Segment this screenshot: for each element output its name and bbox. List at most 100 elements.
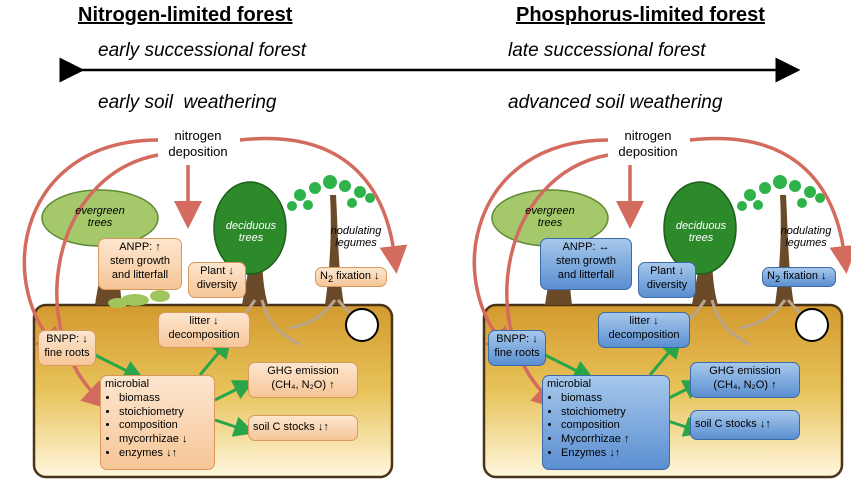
left-microbial-title: microbial — [105, 378, 150, 390]
right-n2-text: fixation — [780, 270, 818, 282]
left-litter-arrow: ↓ — [213, 315, 219, 327]
left-micro-enzymes-arrow: ↓↑ — [166, 446, 178, 459]
left-evergreen-line2: trees — [87, 217, 113, 230]
left-litter-line1: litter — [189, 315, 211, 327]
right-evergreen-line1: evergreen — [525, 205, 575, 217]
left-deposition-line1: nitrogen — [174, 128, 222, 143]
left-anpp-arrow: ↑ — [155, 241, 161, 253]
right-micro-composition: composition — [561, 419, 665, 433]
left-understory — [108, 290, 170, 308]
right-deposition-label: nitrogen deposition — [608, 128, 688, 159]
right-dep-arrow-bnpp — [472, 138, 609, 356]
left-ghg-line2: (CH₄, N₂O) — [271, 378, 327, 391]
left-microbial-box: microbial biomass stoichiometry composit… — [100, 375, 215, 470]
right-ghg-line2: (CH₄, N₂O) — [713, 378, 769, 391]
left-ghg-arrow: ↑ — [329, 378, 335, 391]
left-title: Nitrogen-limited forest — [78, 4, 293, 26]
left-legume-leaves — [287, 175, 375, 211]
right-soilc-label: soil C stocks — [695, 418, 757, 430]
left-micro-mycorrhizae-arrow: ↓ — [181, 433, 188, 445]
left-ghg-line1: GHG emission — [267, 365, 339, 377]
left-bnpp-line2: fine roots — [44, 346, 90, 359]
left-anpp-label: ANPP: — [119, 241, 153, 253]
right-litter-box: litter ↓ decomposition — [598, 312, 690, 348]
left-anpp-line3: and litterfall — [111, 268, 169, 281]
left-micro-composition: composition — [119, 419, 210, 433]
right-micro-biomass: biomass — [561, 392, 665, 406]
right-anpp-label: ANPP: — [562, 241, 596, 253]
left-micro-biomass: biomass — [119, 392, 210, 406]
right-microbial-title: microbial — [547, 378, 592, 390]
left-legumes-line1: nodulating — [330, 225, 382, 237]
right-ghg-line1: GHG emission — [709, 365, 781, 377]
left-green-micro-litter — [198, 336, 232, 376]
right-n2-label: N — [767, 270, 775, 282]
left-micro-stoichiometry: stoichiometry — [119, 406, 210, 420]
left-deposition-label: nitrogen deposition — [158, 128, 238, 159]
left-deposition-line2: deposition — [168, 143, 228, 159]
left-green-bnpp-micro — [94, 353, 145, 380]
right-bnpp-arrow: ↓ — [532, 333, 538, 345]
left-soilc-box: soil C stocks ↓↑ — [248, 415, 358, 441]
right-bnpp-line2: fine roots — [494, 346, 540, 359]
left-litter-box: litter ↓ decomposition — [158, 312, 250, 348]
left-soilc-label: soil C stocks — [253, 421, 315, 433]
left-anpp-line2: stem growth — [110, 254, 170, 267]
left-bnpp-label: BNPP: — [46, 333, 80, 345]
right-anpp-line3: and litterfall — [557, 268, 615, 281]
left-n2-label: N — [320, 270, 328, 282]
early-weathering-label: early soil weathering — [98, 92, 277, 113]
left-legume-trunk — [325, 195, 344, 305]
late-successional-label: late successional forest — [508, 40, 706, 61]
left-plant-arrow: ↓ — [228, 265, 234, 277]
right-dep-arrow-n2 — [689, 136, 851, 274]
advanced-weathering-label: advanced soil weathering — [508, 92, 723, 113]
right-anpp-arrow: ↔ — [598, 241, 610, 253]
right-soilc-arrow: ↓↑ — [759, 418, 771, 430]
right-deciduous-line1: deciduous — [675, 220, 727, 232]
right-n2-sub: 2 — [774, 274, 781, 285]
right-dep-arrow-micro — [505, 153, 609, 410]
left-n2-arrow: ↓ — [374, 270, 380, 282]
left-n2-text: fixation — [333, 270, 371, 282]
left-micro-enzymes: enzymes — [119, 446, 164, 459]
left-plant-diversity-box: Plant ↓ diversity — [188, 262, 246, 298]
left-evergreen-label: evergreen trees — [70, 205, 130, 229]
left-deciduous-label: deciduous trees — [222, 220, 280, 244]
left-bnpp-arrow: ↓ — [82, 333, 88, 345]
left-dep-arrow-micro — [55, 153, 159, 410]
right-legumes-label: nodulating legumes — [775, 225, 837, 249]
left-green-micro-soilc — [214, 416, 255, 437]
left-legumes-line2: legumes — [335, 237, 377, 250]
right-plant-line1: Plant — [650, 265, 676, 277]
right-micro-stoichiometry: stoichiometry — [561, 406, 665, 420]
right-micro-enzymes-arrow: ↓↑ — [609, 446, 621, 459]
right-soilc-box: soil C stocks ↓↑ — [690, 410, 800, 440]
right-micro-mycorrhizae-arrow: ↑ — [623, 433, 630, 445]
left-deciduous-line1: deciduous — [225, 220, 277, 232]
right-litter-arrow: ↓ — [653, 315, 659, 327]
left-plant-line1: Plant — [200, 265, 226, 277]
right-anpp-line2: stem growth — [556, 254, 616, 267]
left-n2-sub: 2 — [327, 274, 334, 285]
left-ghg-box: GHG emission (CH₄, N₂O) ↑ — [248, 362, 358, 398]
left-soilc-arrow: ↓↑ — [317, 421, 329, 433]
right-plant-diversity-box: Plant ↓ diversity — [638, 262, 696, 298]
right-evergreen-label: evergreen trees — [520, 205, 580, 229]
left-deciduous-canopy — [213, 181, 287, 275]
right-deciduous-canopy — [663, 181, 737, 275]
left-nodule-circle — [345, 308, 379, 342]
right-n2-arrow: ↓ — [821, 270, 827, 282]
left-micro-mycorrhizae: mycorrhizae — [119, 433, 179, 445]
right-deciduous-label: deciduous trees — [672, 220, 730, 244]
left-n2-box: N2 fixation ↓ — [315, 267, 387, 287]
right-nodule-circle — [795, 308, 829, 342]
right-green-bnpp-micro — [544, 353, 595, 380]
right-microbial-box: microbial biomass stoichiometry composit… — [542, 375, 670, 470]
right-bnpp-box: BNPP: ↓ fine roots — [488, 330, 546, 366]
left-deciduous-line2: trees — [238, 232, 264, 245]
right-n2-box: N2 fixation ↓ — [762, 267, 836, 287]
right-plant-arrow: ↓ — [678, 265, 684, 277]
right-evergreen-line2: trees — [537, 217, 563, 230]
